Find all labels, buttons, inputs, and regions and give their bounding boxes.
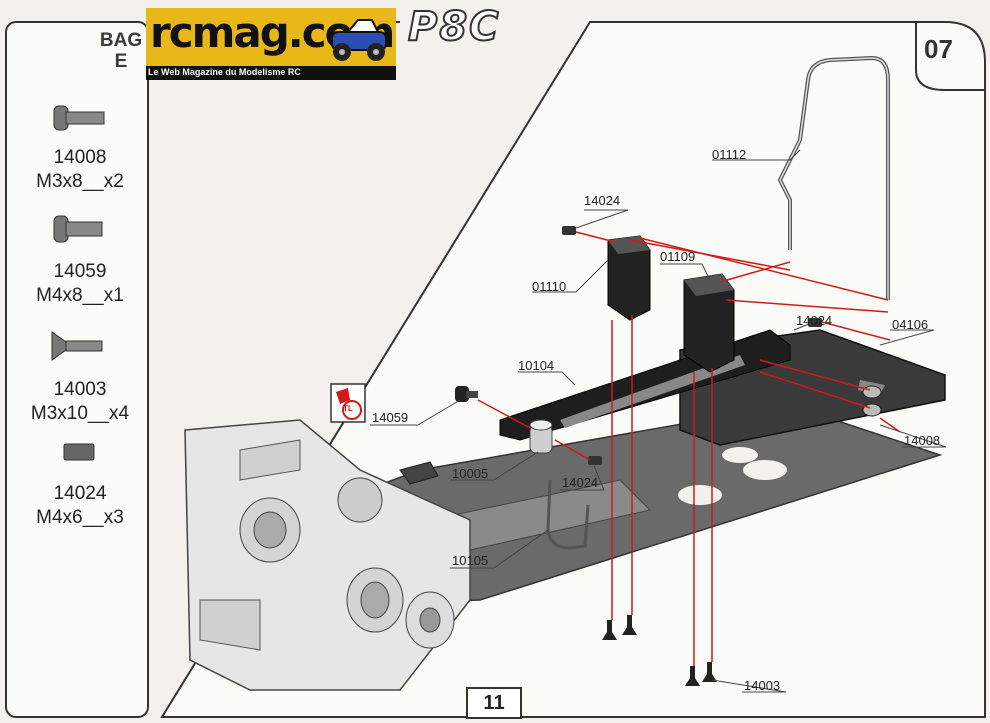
part-description: M4x6__x3	[36, 507, 124, 528]
post-01109	[683, 273, 735, 373]
callout-10005: 10005	[452, 466, 489, 481]
part-number: 14024	[53, 483, 107, 504]
grub-screw	[562, 226, 576, 235]
callout-14003: 14003	[744, 678, 781, 693]
part-item-14003: 14003 M3x10__x4	[20, 378, 140, 426]
part-item-14059: 14059 M4x8__x1	[20, 260, 140, 308]
callout-14024: 14024	[796, 313, 833, 328]
part-description: M4x8__x1	[36, 285, 124, 306]
screw-14008	[862, 403, 882, 417]
bracket-slot	[560, 355, 745, 428]
callout-14059: 14059	[372, 410, 409, 425]
logo-tagline: Le Web Magazine du Modelisme RC	[148, 67, 301, 77]
callout-leader-lines	[370, 149, 947, 693]
wire-loop	[546, 479, 590, 550]
countersunk-screw	[702, 662, 717, 682]
part-item-14024: 14024 M4x6__x3	[20, 482, 140, 530]
callout-10104: 10104	[518, 358, 555, 373]
post-01110	[607, 235, 651, 321]
callout-01112: 01112	[712, 147, 747, 162]
part-number: 14059	[53, 261, 107, 282]
chassis-hole	[678, 485, 722, 505]
part-description: M3x8__x2	[36, 171, 124, 192]
callout-14008: 14008	[904, 433, 941, 448]
countersunk-screw	[685, 666, 700, 686]
callout-14024: 14024	[562, 475, 599, 490]
assembly-guide-lines	[477, 231, 901, 666]
bag-label-word: BAG	[99, 30, 143, 51]
grub-screw	[808, 318, 822, 327]
callout-04106: 04106	[892, 317, 929, 332]
rc-car-icon	[331, 19, 387, 61]
callout-01109: 01109	[660, 249, 696, 264]
threadlock-badge-label: TL	[343, 404, 353, 413]
page-number: 11	[466, 687, 522, 719]
bag-label: BAG E	[86, 30, 156, 72]
callout-10105: 10105	[452, 553, 489, 568]
differential-assembly	[184, 419, 471, 691]
step-number: 07	[924, 34, 953, 64]
grub-screw	[588, 456, 602, 465]
callout-01110: 01110	[532, 279, 567, 294]
part-number: 14003	[53, 379, 107, 400]
part-number: 14008	[53, 147, 107, 168]
countersunk-screw	[602, 620, 617, 640]
countersunk-screw-icon	[51, 331, 103, 361]
countersunk-screw	[622, 615, 637, 635]
chassis-hole	[743, 460, 787, 480]
step-corner	[915, 22, 985, 91]
callout-14024: 14024	[584, 193, 621, 208]
part-item-14008: 14008 M3x8__x2	[20, 146, 140, 194]
bag-label-letter: E	[114, 51, 128, 72]
threadlock-badge	[330, 383, 366, 423]
part-description: M3x10__x4	[30, 403, 130, 424]
rcmag-logo: rcmag.com Le Web Magazine du Modelisme R…	[146, 8, 396, 80]
model-title: P8C	[407, 3, 501, 51]
screw-14008	[862, 385, 882, 399]
roll-bar-wire	[777, 55, 890, 300]
button-head-screw-icon	[53, 215, 103, 243]
parts-sidebar-box	[5, 21, 149, 718]
grub-screw-icon	[63, 443, 95, 461]
chassis-hole	[722, 447, 758, 463]
button-head-screw-icon	[53, 105, 105, 131]
antenna-mount	[529, 419, 553, 454]
screw-14059	[455, 386, 478, 402]
